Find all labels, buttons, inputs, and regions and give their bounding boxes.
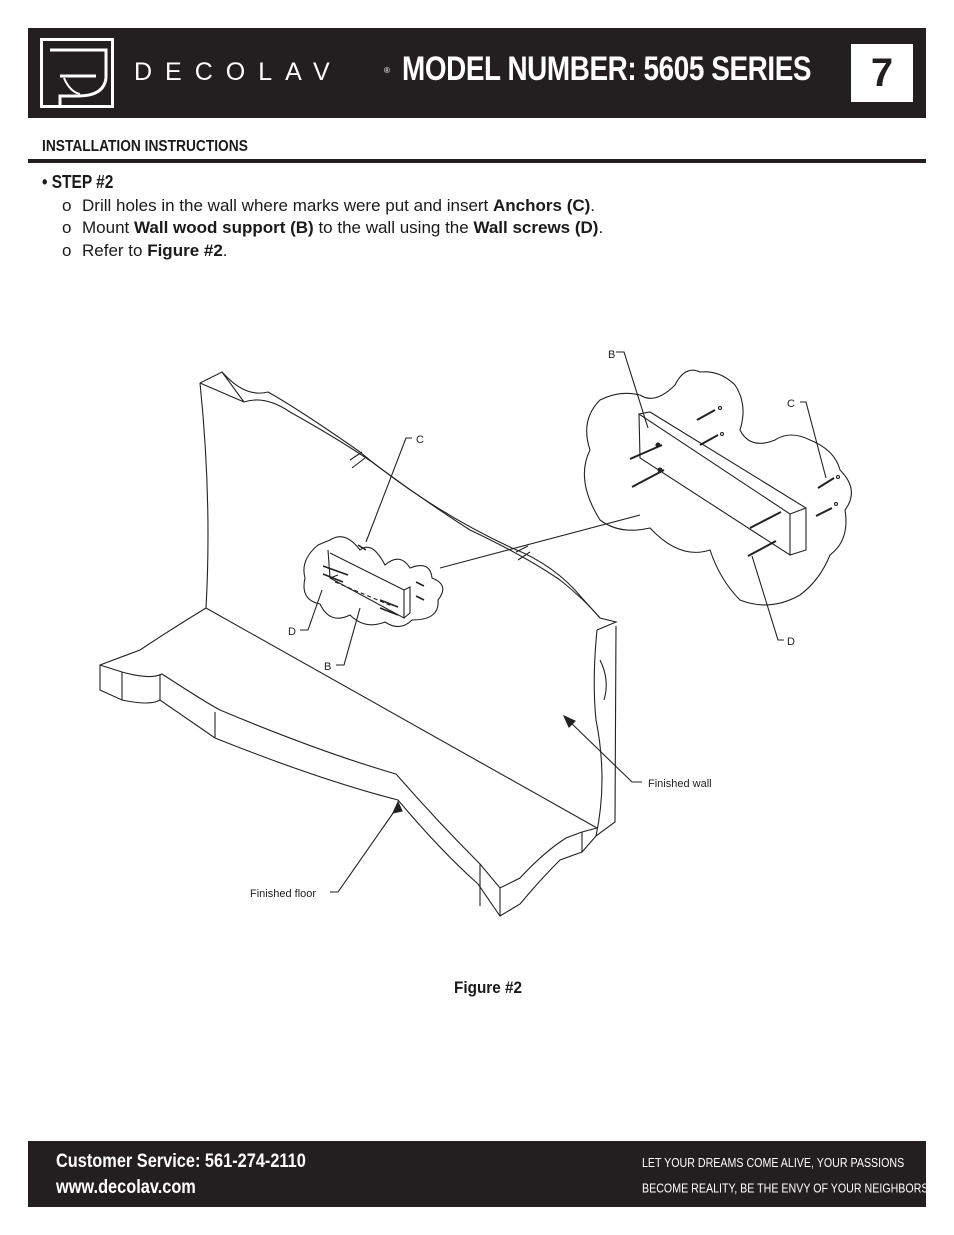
label-finished-wall: Finished wall bbox=[648, 778, 712, 790]
instruction-text: Drill holes in the wall where marks were… bbox=[82, 196, 494, 215]
instruction-bold: Anchors (C) bbox=[493, 196, 591, 215]
instruction-text: . bbox=[590, 196, 596, 215]
instruction-line-1: o Drill holes in the wall where marks wer… bbox=[62, 196, 595, 216]
tagline-registered-mark: ® bbox=[928, 1180, 934, 1189]
bullet: o bbox=[62, 218, 72, 237]
decolav-vessel-logo-icon bbox=[40, 38, 114, 108]
finished-floor-drawing bbox=[99, 607, 598, 917]
installation-figure: B C C D B D Finished wall Finished floor bbox=[99, 349, 852, 917]
callout-connector bbox=[439, 514, 641, 569]
brand-name: DECOLAV bbox=[134, 58, 343, 86]
label-b-left: B bbox=[324, 661, 331, 673]
tagline-line-1: LET YOUR DREAMS COME ALIVE, YOUR PASSION… bbox=[642, 1155, 905, 1170]
tagline-line-2: BECOME REALITY, BE THE ENVY OF YOUR NEIG… bbox=[642, 1180, 933, 1195]
finished-wall-drawing bbox=[199, 371, 618, 838]
detail-callout-small bbox=[303, 536, 444, 628]
label-finished-floor: Finished floor bbox=[250, 888, 316, 900]
instruction-text: Mount bbox=[82, 218, 134, 237]
model-title: MODEL NUMBER: 5605 SERIES bbox=[402, 50, 812, 88]
instruction-text: . bbox=[598, 218, 604, 237]
bullet: o bbox=[62, 196, 72, 215]
figure-caption: Figure #2 bbox=[454, 978, 523, 997]
instruction-bold: Figure #2 bbox=[147, 241, 223, 260]
detail-callout-large bbox=[583, 369, 852, 606]
header-bar: DECOLAV ® MODEL NUMBER: 5605 SERIES 7 bbox=[28, 28, 926, 118]
label-d-right: D bbox=[787, 636, 795, 648]
customer-service-phone: Customer Service: 561-274-2110 bbox=[56, 1151, 306, 1172]
instruction-text: to the wall using the bbox=[313, 218, 474, 237]
instruction-bold: Wall wood support (B) bbox=[133, 218, 314, 237]
instruction-text: Refer to bbox=[82, 241, 148, 260]
instruction-line-3: o Refer to Figure #2. bbox=[62, 241, 228, 261]
step-title: • STEP #2 bbox=[42, 172, 114, 192]
brand-registered-mark: ® bbox=[384, 66, 390, 75]
page-number: 7 bbox=[851, 44, 913, 102]
label-d-left: D bbox=[288, 626, 296, 638]
instruction-bold: Wall screws (D) bbox=[473, 218, 599, 237]
tagline-text: BECOME REALITY, BE THE ENVY OF YOUR NEIG… bbox=[642, 1180, 929, 1196]
instruction-text: . bbox=[222, 241, 228, 260]
section-title: INSTALLATION INSTRUCTIONS bbox=[42, 138, 248, 155]
section-divider bbox=[28, 159, 926, 163]
bullet: o bbox=[62, 241, 72, 260]
instruction-line-2: o Mount Wall wood support (B) to the wall… bbox=[62, 218, 603, 238]
label-c-mid: C bbox=[416, 434, 424, 446]
label-c-top: C bbox=[787, 398, 795, 410]
website-link[interactable]: www.decolav.com bbox=[56, 1177, 196, 1198]
footer-bar: Customer Service: 561-274-2110 www.decol… bbox=[28, 1141, 933, 1207]
label-b-top: B bbox=[608, 349, 615, 361]
